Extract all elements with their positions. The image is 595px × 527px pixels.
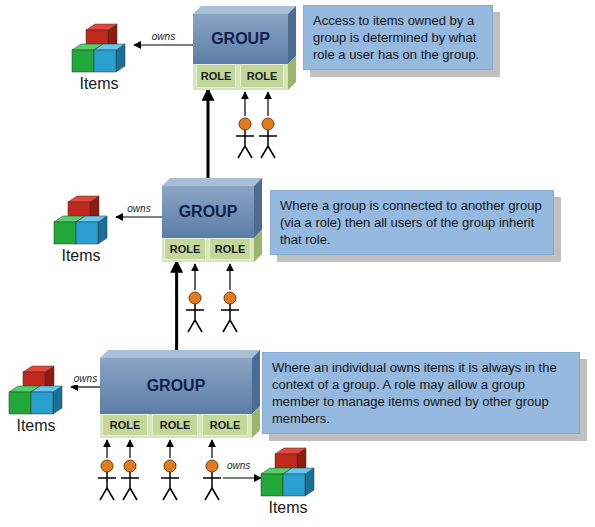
role-box: ROLE xyxy=(202,414,248,436)
user-arrow xyxy=(129,440,130,458)
cube-icon xyxy=(48,190,114,246)
user-arrow xyxy=(267,92,268,116)
cube-front xyxy=(283,474,305,496)
items-icon: Items xyxy=(255,442,321,517)
group-box: GROUP ROLE ROLE xyxy=(193,14,288,90)
cube-top xyxy=(76,216,107,222)
callout-box: Where an individual owns items it is alw… xyxy=(262,352,580,434)
user-arrow xyxy=(106,440,107,458)
edge-label: owns xyxy=(126,203,151,215)
group-side-face xyxy=(252,350,260,414)
user-figure xyxy=(203,460,221,500)
group-top-face xyxy=(162,178,262,186)
inherit-arrow xyxy=(207,89,210,186)
edge-label: owns xyxy=(73,373,98,385)
cube-top xyxy=(86,24,117,30)
role-band-side xyxy=(254,230,262,262)
edge-label: owns xyxy=(151,31,176,43)
items-label: Items xyxy=(66,74,132,93)
cube-icon xyxy=(66,18,132,74)
role-label: ROLE xyxy=(247,70,278,82)
role-box: ROLE xyxy=(164,238,206,260)
group-title: GROUP xyxy=(162,186,254,238)
user-figure xyxy=(186,292,204,332)
items-label: Items xyxy=(255,498,321,517)
items-icon: Items xyxy=(66,18,132,93)
callout-text: Where an individual owns items it is alw… xyxy=(272,359,570,427)
user-arrow xyxy=(169,440,170,458)
inherit-arrow xyxy=(175,261,178,358)
cube-front xyxy=(72,50,94,72)
group-box: GROUP ROLE ROLE ROLE xyxy=(100,358,252,438)
role-box: ROLE xyxy=(209,238,251,260)
items-icon: Items xyxy=(48,190,114,265)
user-figure xyxy=(98,460,116,500)
cube-top xyxy=(94,44,125,50)
callout-text: Access to items owned by a group is dete… xyxy=(313,12,483,63)
user-figure xyxy=(161,460,179,500)
user-figure xyxy=(221,292,239,332)
role-label: ROLE xyxy=(210,419,241,431)
group-side-face xyxy=(254,178,262,238)
user-arrow xyxy=(229,264,230,290)
user-arrow xyxy=(194,264,195,290)
callout-box: Where a group is connected to another gr… xyxy=(270,190,554,255)
cube-front xyxy=(54,222,76,244)
role-box: ROLE xyxy=(240,64,284,88)
group-box: GROUP ROLE ROLE xyxy=(162,186,254,262)
user-figure xyxy=(236,118,254,158)
callout-text: Where a group is connected to another gr… xyxy=(280,197,544,248)
role-band-side xyxy=(288,56,296,90)
cube-icon xyxy=(255,442,321,498)
group-top-face xyxy=(193,6,296,14)
cube-top xyxy=(23,366,54,372)
user-arrow xyxy=(244,92,245,116)
cube-front xyxy=(261,474,283,496)
items-label: Items xyxy=(48,246,114,265)
cube-top xyxy=(275,448,306,454)
owns-label: owns xyxy=(226,460,251,472)
user-figure xyxy=(259,118,277,158)
group-top-face xyxy=(100,350,260,358)
role-box: ROLE xyxy=(152,414,198,436)
owns-arrow xyxy=(223,477,261,478)
user-arrow xyxy=(211,440,212,458)
role-label: ROLE xyxy=(170,243,201,255)
items-label: Items xyxy=(3,416,69,435)
cube-front xyxy=(31,392,53,414)
cube-top xyxy=(283,468,314,474)
role-label: ROLE xyxy=(215,243,246,255)
role-box: ROLE xyxy=(196,64,236,88)
cube-front xyxy=(94,50,116,72)
cube-front xyxy=(76,222,98,244)
role-band-side xyxy=(252,406,260,438)
owns-arrow xyxy=(134,44,193,45)
callout-box: Access to items owned by a group is dete… xyxy=(303,5,493,70)
role-label: ROLE xyxy=(110,419,141,431)
role-box: ROLE xyxy=(102,414,148,436)
cube-front xyxy=(9,392,31,414)
cube-top xyxy=(68,196,99,202)
cube-icon xyxy=(3,360,69,416)
owns-arrow xyxy=(116,216,162,217)
group-title: GROUP xyxy=(193,14,288,64)
group-side-face xyxy=(288,6,296,64)
role-label: ROLE xyxy=(201,70,232,82)
group-title: GROUP xyxy=(100,358,252,414)
owns-arrow xyxy=(71,386,100,387)
cube-top xyxy=(31,386,62,392)
items-icon: Items xyxy=(3,360,69,435)
role-label: ROLE xyxy=(160,419,191,431)
user-figure xyxy=(121,460,139,500)
